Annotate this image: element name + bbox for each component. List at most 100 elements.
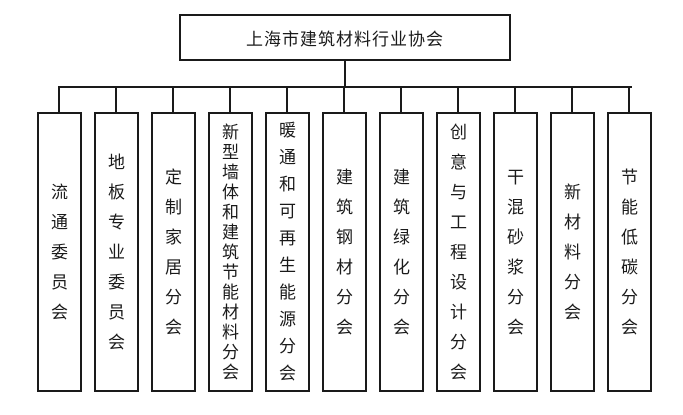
org-branch-label-char: 生	[279, 256, 296, 275]
org-branch-label-char: 分	[393, 287, 410, 307]
org-branch-label-char: 员	[108, 302, 125, 322]
org-branch-label-char: 委	[51, 242, 68, 262]
connector-drop-line	[172, 86, 174, 113]
org-branch-label-char: 建	[222, 222, 239, 242]
org-branch-label-char: 筑	[222, 242, 239, 262]
org-branch-label-char: 分	[507, 287, 524, 307]
org-branch-box: 定制家居分会	[151, 112, 196, 392]
connector-drop-line	[514, 86, 516, 113]
org-branch-label-char: 业	[108, 242, 125, 262]
org-branch-label-char: 能	[621, 197, 638, 217]
org-branch-label-char: 流	[51, 182, 68, 202]
org-branch-label-char: 会	[393, 317, 410, 337]
org-branch-label-char: 料	[222, 322, 239, 342]
org-branch-label-char: 会	[108, 332, 125, 352]
org-branch-label-char: 能	[279, 283, 296, 302]
connector-drop-line	[457, 86, 459, 113]
org-branch-label-char: 绿	[393, 227, 410, 247]
org-branch-label-char: 分	[279, 337, 296, 356]
org-branch-label-char: 能	[222, 282, 239, 302]
org-root-box: 上海市建筑材料行业协会	[179, 14, 511, 61]
connector-drop-line	[286, 86, 288, 113]
org-branch-label-char: 程	[450, 242, 467, 262]
org-branch-label-char: 设	[450, 272, 467, 292]
org-branch-label-char: 筑	[336, 197, 353, 217]
org-branch-label-char: 与	[450, 182, 467, 202]
org-branch-label-char: 会	[564, 302, 581, 322]
org-branch-label-char: 通	[279, 148, 296, 167]
org-root-label: 上海市建筑材料行业协会	[246, 30, 444, 49]
org-branch-label-char: 节	[621, 167, 638, 187]
connector-drop-line	[400, 86, 402, 113]
org-branch-label-char: 材	[564, 212, 581, 232]
org-branch-label-char: 建	[336, 167, 353, 187]
org-branch-label-char: 浆	[507, 257, 524, 277]
org-branch-label-char: 计	[450, 302, 467, 322]
org-branch-label-char: 员	[51, 272, 68, 292]
org-branch-label-char: 会	[336, 317, 353, 337]
org-branch-label-char: 分	[621, 287, 638, 307]
org-branch-label-char: 创	[450, 122, 467, 142]
org-branch-label-char: 碳	[621, 257, 638, 277]
connector-drop-line	[229, 86, 231, 113]
org-branch-label-char: 暖	[279, 121, 296, 140]
org-branch-label-char: 会	[165, 317, 182, 337]
org-branch-label-char: 新	[564, 182, 581, 202]
org-branch-label-char: 会	[450, 362, 467, 382]
org-branch-label-char: 制	[165, 197, 182, 217]
connector-rail-line	[58, 86, 632, 88]
org-branch-box: 建筑钢材分会	[322, 112, 367, 392]
org-branch-label-char: 和	[279, 175, 296, 194]
org-branch-label-char: 分	[336, 287, 353, 307]
org-branch-box: 创意与工程设计分会	[436, 112, 481, 392]
org-branch-label-char: 通	[51, 212, 68, 232]
org-branch-label-char: 材	[222, 302, 239, 322]
connector-drop-line	[58, 86, 60, 113]
org-branch-label-char: 会	[507, 317, 524, 337]
org-branch-box: 建筑绿化分会	[379, 112, 424, 392]
connector-drop-line	[115, 86, 117, 113]
org-branch-box: 新材料分会	[550, 112, 595, 392]
org-branch-label-char: 定	[165, 167, 182, 187]
org-branch-label-char: 钢	[336, 227, 353, 247]
org-branch-label-char: 新	[222, 122, 239, 142]
org-branch-label-char: 墙	[222, 162, 239, 182]
org-branch-label-char: 材	[336, 257, 353, 277]
org-branch-label-char: 会	[222, 362, 239, 382]
org-branch-label-char: 意	[450, 152, 467, 172]
org-branch-label-char: 委	[108, 272, 125, 292]
org-branch-label-char: 再	[279, 229, 296, 248]
org-branch-label-char: 会	[279, 364, 296, 383]
org-branch-label-char: 和	[222, 202, 239, 222]
org-branch-label-char: 分	[165, 287, 182, 307]
org-branch-label-char: 地	[108, 152, 125, 172]
org-branch-label-char: 低	[621, 227, 638, 247]
org-branch-label-char: 混	[507, 197, 524, 217]
org-branch-box: 流通委员会	[37, 112, 82, 392]
org-branch-label-char: 工	[450, 212, 467, 232]
org-branch-label-char: 专	[108, 212, 125, 232]
connector-drop-line	[628, 86, 630, 113]
org-branch-label-char: 砂	[507, 227, 524, 247]
org-branch-label-char: 会	[621, 317, 638, 337]
org-branch-box: 新型墙体和建筑节能材料分会	[208, 112, 253, 392]
org-branch-label-char: 体	[222, 182, 239, 202]
org-branch-label-char: 分	[222, 342, 239, 362]
org-branch-box: 节能低碳分会	[607, 112, 652, 392]
org-branch-box: 地板专业委员会	[94, 112, 139, 392]
org-branch-label-char: 建	[393, 167, 410, 187]
org-branch-label-char: 居	[165, 257, 182, 277]
org-branch-label-char: 可	[279, 202, 296, 221]
org-branch-label-char: 源	[279, 310, 296, 329]
org-branch-label-char: 板	[108, 182, 125, 202]
connector-drop-line	[571, 86, 573, 113]
org-branch-label-char: 分	[450, 332, 467, 352]
org-branch-label-char: 料	[564, 242, 581, 262]
connector-stem-line	[344, 61, 346, 87]
org-branch-box: 干混砂浆分会	[493, 112, 538, 392]
org-branch-label-char: 干	[507, 167, 524, 187]
org-branch-label-char: 会	[51, 302, 68, 322]
org-branch-label-char: 分	[564, 272, 581, 292]
org-branch-box: 暖通和可再生能源分会	[265, 112, 310, 392]
